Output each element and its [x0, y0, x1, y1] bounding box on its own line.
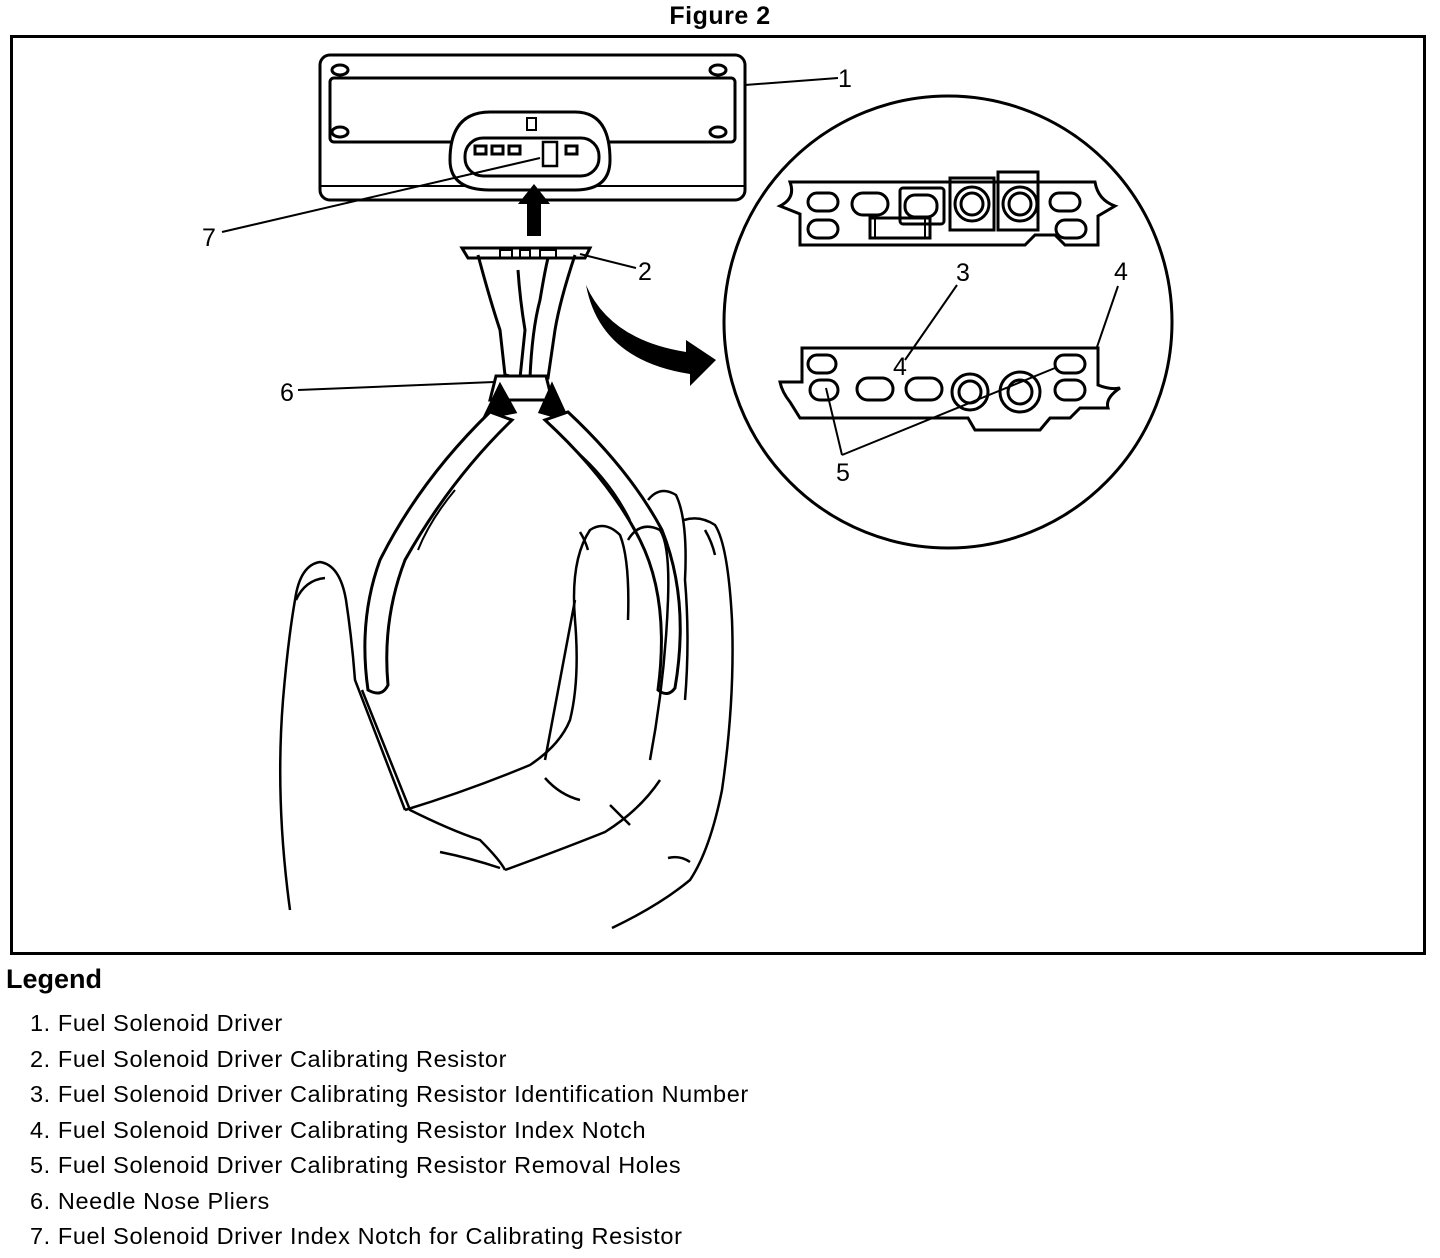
- fuel-solenoid-driver: [318, 53, 747, 202]
- up-arrow-icon: [518, 184, 550, 236]
- callout-3: 3: [956, 259, 970, 287]
- callout-4-notch: 4: [1114, 258, 1128, 286]
- legend-title: Legend: [6, 964, 103, 994]
- legend-item: 6. Needle Nose Pliers: [30, 1187, 270, 1214]
- legend-item: 5. Fuel Solenoid Driver Calibrating Resi…: [30, 1152, 682, 1178]
- needle-nose-pliers: [363, 254, 682, 695]
- illustration: 1 2 3 4 4 5 6 7: [202, 53, 1174, 930]
- callout-2: 2: [638, 258, 652, 286]
- legend-item: 1. Fuel Solenoid Driver: [30, 1010, 283, 1036]
- figure-title: Figure 2: [669, 2, 771, 30]
- callout-1: 1: [838, 65, 852, 93]
- callout-4-inset: 4: [893, 353, 907, 381]
- illustration-frame: [10, 35, 1426, 955]
- legend-item: 2. Fuel Solenoid Driver Calibrating Resi…: [30, 1045, 508, 1072]
- curved-arrow-icon: [586, 285, 716, 386]
- legend-item: 3. Fuel Solenoid Driver Calibrating Resi…: [30, 1081, 749, 1107]
- legend-item: 7. Fuel Solenoid Driver Index Notch for …: [30, 1223, 683, 1249]
- legend-item: 4. Fuel Solenoid Driver Calibrating Resi…: [30, 1116, 647, 1143]
- callout-5: 5: [836, 459, 850, 487]
- calibrating-resistor: [459, 246, 593, 260]
- hand: [278, 489, 734, 930]
- magnified-detail: [722, 94, 1174, 550]
- legend-list: 1. Fuel Solenoid Driver 2. Fuel Solenoid…: [30, 1006, 749, 1255]
- callout-6: 6: [280, 379, 294, 407]
- callout-7: 7: [202, 224, 216, 252]
- leader-lines: [221, 77, 1119, 456]
